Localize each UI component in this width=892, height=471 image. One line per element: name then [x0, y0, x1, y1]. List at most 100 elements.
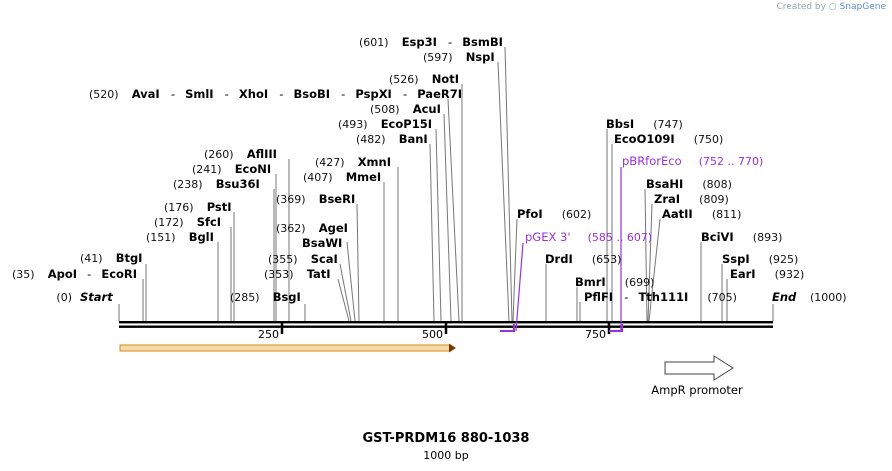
site-name-mmei: MmeI	[346, 170, 382, 184]
site-name-avai: AvaI	[132, 87, 160, 101]
site-num-scai: (355)	[268, 253, 298, 266]
site-row-bani[interactable]: (482) BanI	[356, 128, 428, 147]
ampr-promoter-feature[interactable]: AmpR promoter	[651, 355, 743, 397]
site-name-ecori: EcoRI	[101, 267, 137, 281]
site-name-bmri: BmrI	[575, 275, 606, 289]
site-name-bani: BanI	[399, 132, 428, 146]
site-num-psti: (176)	[164, 201, 194, 214]
site-num-afliii: (260)	[204, 148, 234, 161]
site-num-bseri: (369)	[276, 193, 306, 206]
site-row-bcivi[interactable]: BciVI (893)	[701, 226, 782, 245]
site-num-eari: (932)	[775, 268, 805, 281]
site-row-afliii[interactable]: (260) AflIII	[204, 143, 277, 162]
site-num-agei: (362)	[276, 222, 306, 235]
site-name-aatii: AatII	[662, 207, 693, 221]
site-row-bsu36i[interactable]: (238) Bsu36I	[173, 173, 260, 192]
site-num-bcivi: (893)	[753, 231, 783, 244]
site-row-bmri[interactable]: BmrI (699)	[575, 271, 654, 290]
leader-ecop15i	[435, 128, 442, 322]
site-row-esp3i[interactable]: (601) Esp3I - BsmBI	[359, 31, 503, 50]
primer-pgex3[interactable]	[500, 242, 524, 332]
leader-pfoi	[512, 218, 518, 322]
site-row-bbsi[interactable]: BbsI (747)	[606, 113, 683, 132]
site-num-zrai: (809)	[699, 193, 729, 206]
site-name-bsmbi: BsmBI	[462, 35, 503, 49]
site-sep: -	[225, 87, 229, 101]
primer-pbrforeco-arrow-icon	[609, 324, 623, 332]
site-name-bseri: BseRI	[319, 192, 356, 206]
start-num: (0)	[56, 291, 72, 304]
site-num-sfci: (172)	[154, 216, 184, 229]
site-num-mmei: (407)	[303, 171, 333, 184]
site-name-afliii: AflIII	[247, 147, 277, 161]
site-row-apoi[interactable]: (35) ApoI - EcoRI	[12, 263, 137, 282]
ampr-promoter-arrow-icon	[664, 355, 734, 381]
site-num-btgi: (41)	[80, 252, 103, 265]
site-num-bgli: (151)	[146, 231, 176, 244]
site-name-bsgi: BsgI	[273, 290, 301, 304]
site-row-agei[interactable]: (362) AgeI	[276, 217, 348, 236]
site-num-bsgi: (285)	[230, 291, 260, 304]
site-name-acui: AcuI	[413, 102, 441, 116]
site-row-bseri[interactable]: (369) BseRI	[276, 188, 355, 207]
leader-scai	[339, 263, 352, 322]
ampr-promoter-label: AmpR promoter	[651, 383, 743, 397]
site-name-psti: PstI	[207, 200, 232, 214]
site-row-ecop15i[interactable]: (493) EcoP15I	[338, 113, 432, 132]
site-name-pflfi: PflFI	[584, 290, 613, 304]
site-num-ecoo109i: (750)	[694, 133, 724, 146]
site-row-tati[interactable]: (353) TatI	[264, 263, 331, 282]
map-title: GST-PRDM16 880-1038	[362, 431, 530, 446]
site-row-aatii[interactable]: AatII (811)	[662, 203, 741, 222]
site-row-nspi[interactable]: (597) NspI	[423, 46, 495, 65]
site-row-sspi[interactable]: SspI (925)	[722, 248, 798, 267]
site-labels: (35) ApoI - EcoRI (41) BtgI (151) BglI (…	[12, 31, 804, 305]
site-name-tati: TatI	[307, 267, 331, 281]
primer-pgex3-label[interactable]: pGEX 3' (585 .. 607)	[525, 226, 652, 245]
site-row-econi[interactable]: (241) EcoNI	[192, 158, 271, 177]
site-name-sfci: SfcI	[197, 215, 221, 229]
site-row-bgli[interactable]: (151) BglI	[146, 226, 214, 245]
site-name-esp3i: Esp3I	[402, 35, 437, 49]
site-row-pfoi[interactable]: PfoI (602)	[517, 203, 591, 222]
site-num-tth111i: (705)	[707, 291, 737, 304]
site-sep: -	[403, 87, 407, 101]
site-num-esp3i: (601)	[359, 36, 389, 49]
site-row-btgi[interactable]: (41) BtgI	[80, 247, 142, 266]
leader-zrai	[647, 203, 653, 322]
site-name-bsobi: BsoBI	[293, 87, 330, 101]
site-row-ecoo109i[interactable]: EcoO109I (750)	[614, 128, 723, 147]
site-row-bsahi[interactable]: BsaHI (808)	[646, 173, 732, 192]
site-row-noti[interactable]: (526) NotI	[389, 68, 459, 87]
site-name-xhoi: XhoI	[239, 87, 268, 101]
site-num-bani: (482)	[356, 133, 386, 146]
site-name-pspxi: PspXI	[355, 87, 391, 101]
site-num-aatii: (811)	[712, 208, 742, 221]
site-row-acui[interactable]: (508) AcuI	[370, 98, 441, 117]
site-row-scai[interactable]: (355) ScaI	[268, 248, 338, 267]
site-sep: -	[341, 87, 345, 101]
site-row-psti[interactable]: (176) PstI	[164, 196, 232, 215]
primer-pbrforeco-label[interactable]: pBRforEco (752 .. 770)	[622, 150, 763, 169]
site-row-avai[interactable]: (520) AvaI - SmlI - XhoI - BsoBI - PspXI…	[89, 83, 462, 102]
site-name-sspi: SspI	[722, 252, 750, 266]
end-label: End	[772, 290, 797, 304]
site-row-pflfi[interactable]: PflFI - Tth111I (705)	[584, 286, 737, 305]
site-row-mmei[interactable]: (407) MmeI	[303, 166, 381, 185]
site-row-drdi[interactable]: DrdI (653)	[545, 248, 621, 267]
site-name-bcivi: BciVI	[701, 230, 734, 244]
leader-tati	[337, 278, 350, 322]
site-name-bsu36i: Bsu36I	[216, 177, 260, 191]
orf-arrowhead-icon	[449, 343, 456, 353]
site-name-bsawi[interactable]: BsaWI	[302, 236, 342, 250]
site-row-xmni[interactable]: (427) XmnI	[315, 151, 391, 170]
site-name-xmni: XmnI	[358, 155, 391, 169]
orf-feature[interactable]	[119, 343, 456, 353]
site-row-zrai[interactable]: ZraI (809)	[654, 188, 729, 207]
site-name-btgi: BtgI	[116, 251, 143, 265]
primer-pbrforeco[interactable]	[609, 167, 623, 332]
snapgene-logo-icon: ○	[828, 2, 837, 12]
site-row-sfci[interactable]: (172) SfcI	[154, 211, 221, 230]
site-row-eari[interactable]: EarI (932)	[730, 263, 804, 282]
site-row-bsgi[interactable]: (285) BsgI	[230, 286, 301, 305]
